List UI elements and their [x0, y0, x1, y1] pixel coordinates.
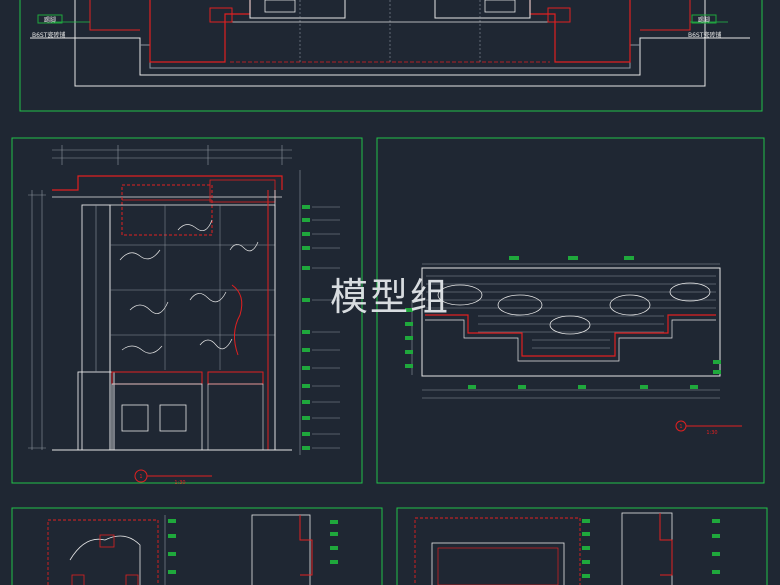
- ceiling-caption: 1: [679, 424, 682, 430]
- elevation-caption: 1: [139, 474, 142, 480]
- detail-right-frame: [396, 507, 768, 585]
- detail-left-frame: [11, 507, 383, 585]
- top-section-drawing: [30, 0, 750, 87]
- top-left-tag: [37, 14, 63, 24]
- elevation-frame: [11, 137, 363, 484]
- ceiling-scale: 1:30: [706, 430, 717, 436]
- detail-right-drawing: [414, 512, 720, 585]
- top-left-tag-text: 踢脚: [44, 16, 56, 24]
- ceiling-plan-drawing: [405, 256, 742, 432]
- ceiling-plan-frame: [376, 137, 765, 484]
- top-section-frame: [19, 0, 763, 112]
- elevation-scale: 1:30: [174, 480, 185, 486]
- top-right-tag-text: 踢脚: [698, 16, 710, 24]
- top-left-note: B6ST瓷砖铺: [32, 31, 65, 39]
- top-right-note: B6ST瓷砖铺: [688, 31, 721, 39]
- elevation-drawing: [28, 145, 340, 483]
- top-right-tag: [691, 14, 717, 24]
- detail-left-drawing: [47, 514, 338, 585]
